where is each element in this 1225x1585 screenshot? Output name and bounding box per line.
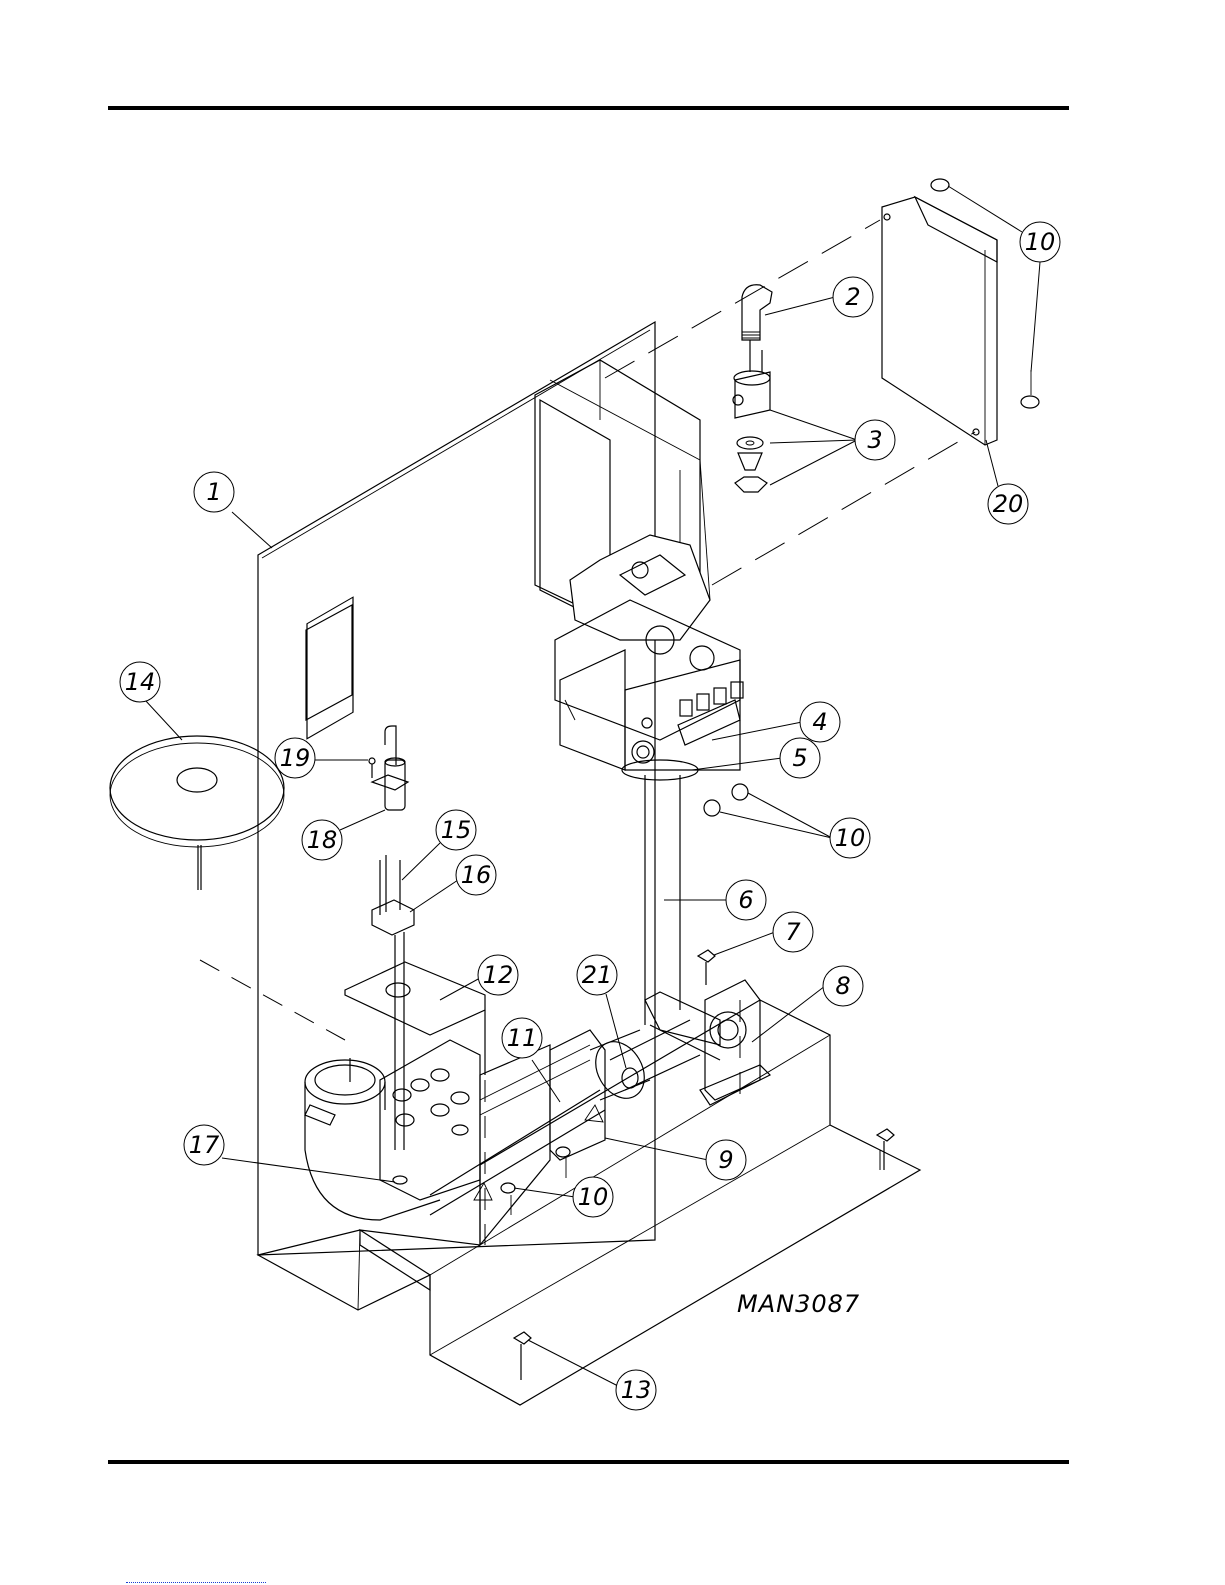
svg-text:13: 13 [621, 1376, 652, 1404]
svg-text:17: 17 [189, 1131, 220, 1159]
svg-text:15: 15 [441, 816, 472, 844]
svg-text:6: 6 [738, 886, 753, 914]
callout-10-valve: 10 [830, 818, 870, 858]
callout-8: 8 [823, 966, 863, 1006]
access-cover [882, 197, 997, 445]
callout-10-bracket: 10 [573, 1177, 613, 1217]
callout-21: 21 [577, 955, 617, 995]
callout-6: 6 [726, 880, 766, 920]
callout-15: 15 [436, 810, 476, 850]
callout-2: 2 [833, 277, 873, 317]
heat-shield [345, 962, 485, 1075]
svg-text:12: 12 [483, 961, 514, 989]
callout-19: 19 [275, 738, 315, 778]
callout-10-cover-top: 10 [1020, 222, 1060, 262]
callout-20: 20 [988, 484, 1028, 524]
callout-18: 18 [302, 820, 342, 860]
callout-5: 5 [780, 738, 820, 778]
drawing-id: MAN3087 [737, 1290, 860, 1318]
svg-text:5: 5 [792, 744, 807, 772]
svg-text:20: 20 [993, 490, 1024, 518]
gas-fittings [733, 285, 772, 492]
callouts: 1 2 3 4 5 6 [120, 186, 1060, 1410]
callout-3: 3 [855, 420, 895, 460]
gas-supply-pipe [610, 775, 720, 1090]
callout-9: 9 [706, 1140, 746, 1180]
callout-12: 12 [478, 955, 518, 995]
callout-17: 17 [184, 1125, 224, 1165]
svg-text:10: 10 [1025, 228, 1056, 256]
callout-11: 11 [502, 1018, 542, 1058]
svg-text:7: 7 [785, 918, 801, 946]
svg-text:18: 18 [307, 826, 338, 854]
svg-text:11: 11 [507, 1024, 538, 1052]
callout-4: 4 [800, 702, 840, 742]
svg-text:10: 10 [835, 824, 866, 852]
svg-text:16: 16 [461, 861, 492, 889]
assembly-lines [200, 220, 975, 1245]
svg-text:10: 10 [578, 1183, 609, 1211]
burner-tube [430, 1030, 605, 1245]
igniter-assembly [369, 726, 414, 1150]
callout-16: 16 [456, 855, 496, 895]
burner-head [305, 1040, 480, 1220]
svg-text:8: 8 [835, 972, 850, 1000]
callout-1: 1 [194, 472, 234, 512]
callout-14: 14 [120, 662, 160, 702]
svg-text:3: 3 [867, 426, 882, 454]
svg-text:2: 2 [845, 283, 860, 311]
svg-text:4: 4 [812, 708, 827, 736]
svg-text:1: 1 [206, 478, 221, 506]
svg-text:9: 9 [718, 1146, 733, 1174]
svg-text:14: 14 [125, 668, 156, 696]
svg-text:19: 19 [280, 744, 311, 772]
callout-7: 7 [773, 912, 813, 952]
callout-13: 13 [616, 1370, 656, 1410]
gas-valve [555, 535, 743, 770]
svg-text:21: 21 [582, 961, 613, 989]
